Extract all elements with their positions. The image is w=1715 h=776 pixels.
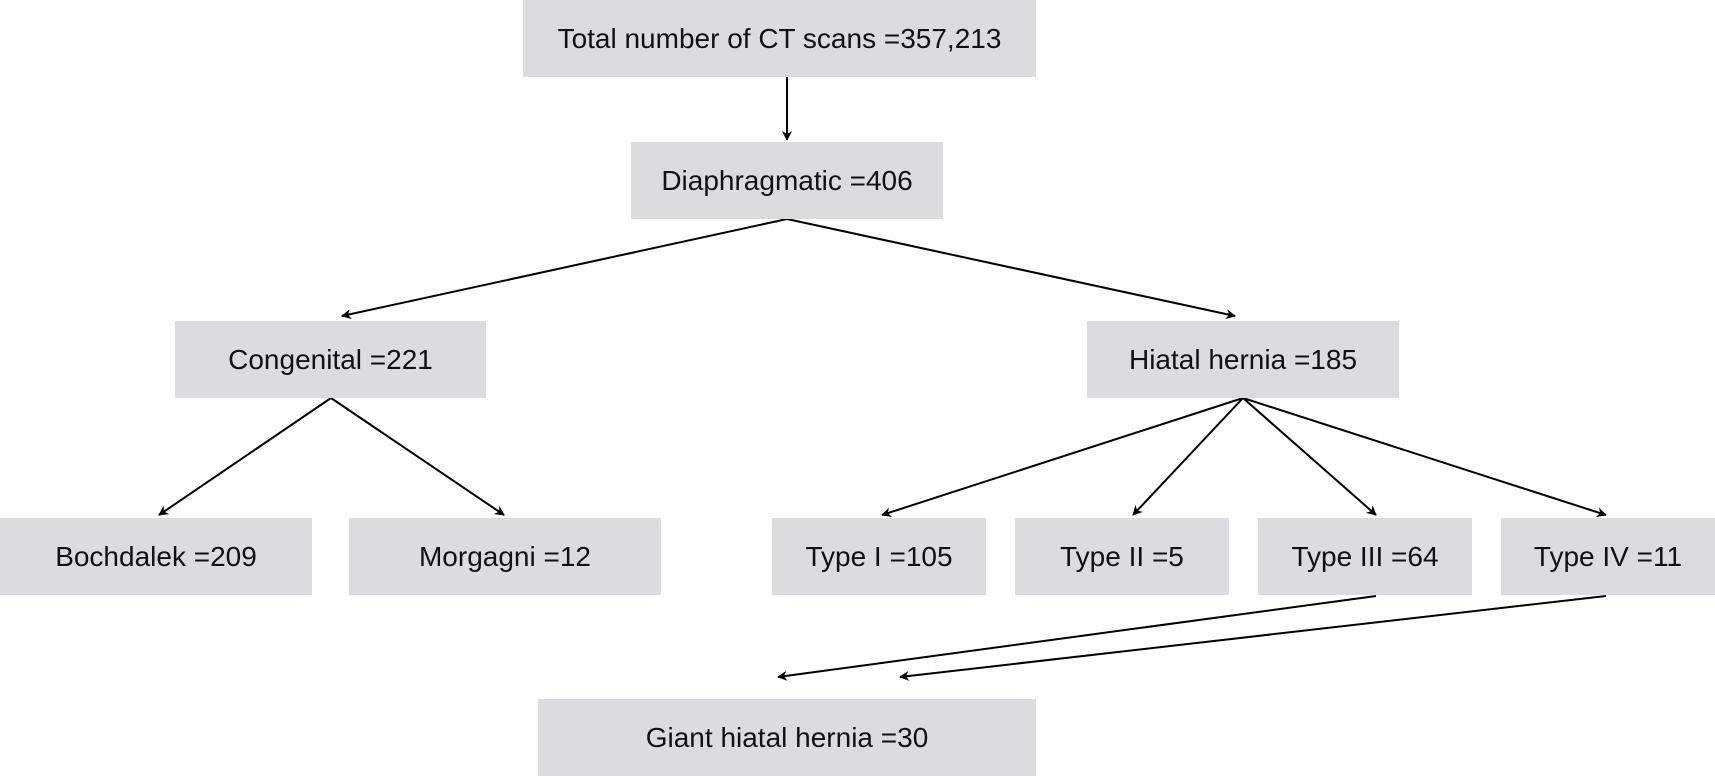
type-1-box: Type I =105 <box>772 518 986 595</box>
type-4-label: Type IV =11 <box>1533 540 1683 572</box>
giant-hiatal-hernia-label: Giant hiatal hernia =30 <box>645 721 929 753</box>
type-2-label: Type II =5 <box>1060 540 1184 572</box>
total-ct-scans-box: Total number of CT scans =357,213 <box>523 0 1036 77</box>
diaphragmatic-box: Diaphragmatic =406 <box>631 142 943 219</box>
arrow-hiatal-to-type1 <box>881 397 1244 517</box>
type-3-label: Type III =64 <box>1291 540 1439 572</box>
arrow-congenital-to-morgagni <box>330 397 505 516</box>
type-2-box: Type II =5 <box>1015 518 1229 595</box>
arrow-diaphragmatic-to-congenital <box>341 218 788 319</box>
congenital-label: Congenital =221 <box>228 343 433 375</box>
hiatal-hernia-box: Hiatal hernia =185 <box>1087 321 1399 398</box>
type-1-label: Type I =105 <box>805 540 953 572</box>
bochdalek-label: Bochdalek =209 <box>55 540 257 572</box>
arrow-hiatal-to-type3 <box>1242 397 1377 516</box>
arrow-diaphragmatic-to-hiatal <box>786 218 1236 319</box>
arrow-congenital-to-bochdalek <box>158 397 332 516</box>
diaphragmatic-label: Diaphragmatic =406 <box>661 164 913 196</box>
type-3-box: Type III =64 <box>1258 518 1472 595</box>
arrow-hiatal-to-type2 <box>1132 397 1244 516</box>
total-ct-scans-label: Total number of CT scans =357,213 <box>557 22 1002 54</box>
type-4-box: Type IV =11 <box>1501 518 1715 595</box>
congenital-box: Congenital =221 <box>175 321 486 398</box>
arrow-type4-to-giant <box>899 595 1607 681</box>
morgagni-label: Morgagni =12 <box>418 540 591 572</box>
morgagni-box: Morgagni =12 <box>349 518 661 595</box>
giant-hiatal-hernia-box: Giant hiatal hernia =30 <box>538 699 1036 776</box>
hiatal-hernia-label: Hiatal hernia =185 <box>1128 343 1358 375</box>
bochdalek-box: Bochdalek =209 <box>0 518 312 595</box>
arrow-type3-to-giant <box>777 595 1377 681</box>
arrow-hiatal-to-type4 <box>1242 397 1607 517</box>
